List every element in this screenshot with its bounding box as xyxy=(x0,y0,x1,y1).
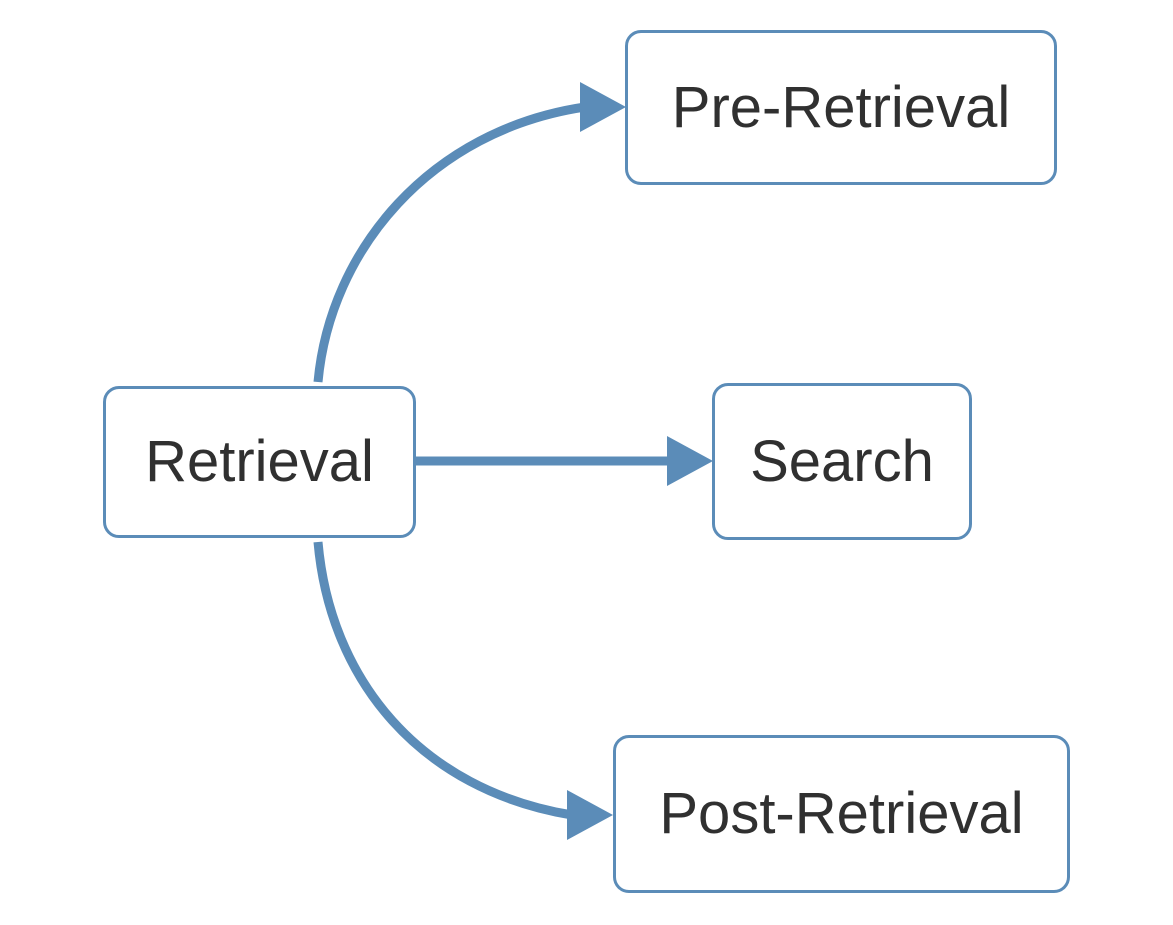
edge-curve-up xyxy=(313,102,586,383)
edge-retrieval-to-post-retrieval xyxy=(313,541,613,840)
node-search[interactable]: Search xyxy=(712,383,972,540)
arrowhead-middle-icon xyxy=(667,436,713,486)
edge-retrieval-to-search xyxy=(416,436,713,486)
node-pre-retrieval-label: Pre-Retrieval xyxy=(671,74,1011,140)
node-retrieval[interactable]: Retrieval xyxy=(103,386,416,538)
node-retrieval-label: Retrieval xyxy=(145,429,374,494)
edge-retrieval-to-pre-retrieval xyxy=(313,82,626,383)
arrowhead-up-icon xyxy=(580,82,626,132)
node-post-retrieval-label: Post-Retrieval xyxy=(659,781,1024,846)
node-pre-retrieval[interactable]: Pre-Retrieval xyxy=(625,30,1057,185)
node-post-retrieval[interactable]: Post-Retrieval xyxy=(613,735,1070,893)
arrowhead-down-icon xyxy=(567,790,613,840)
edge-curve-down xyxy=(313,541,573,820)
node-search-label: Search xyxy=(750,428,934,494)
